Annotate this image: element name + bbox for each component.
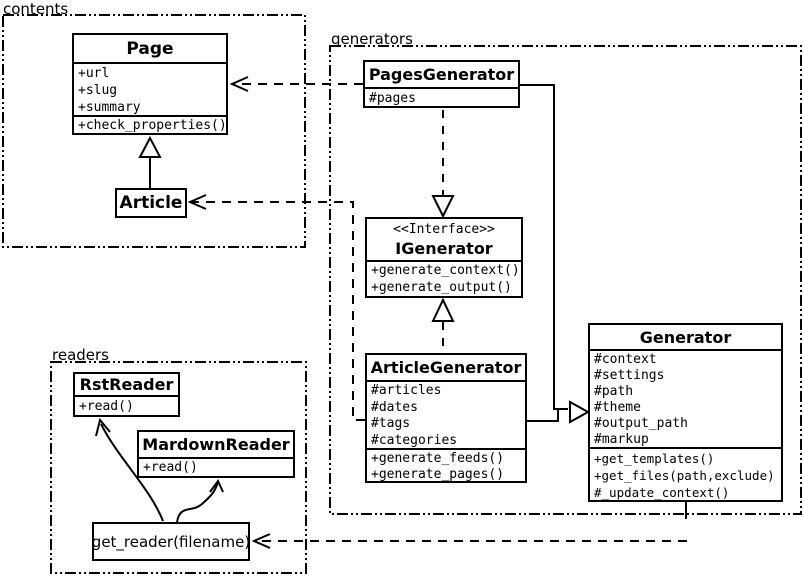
- method: +generate_feeds(): [371, 451, 505, 466]
- attribute: +slug: [78, 83, 118, 98]
- class-article-name: Article: [119, 193, 183, 213]
- realization-arrow-pagesgenerator-to-igenerator: [431, 110, 455, 219]
- class-mardownreader-methods: +read(): [139, 457, 293, 478]
- method: +get_files(path,exclude): [594, 468, 775, 483]
- class-articlegenerator: ArticleGenerator #articles #dates #tags …: [365, 353, 527, 483]
- class-rstreader-methods: +read(): [75, 395, 178, 417]
- class-page-name: Page: [126, 38, 174, 59]
- realization-arrow-articlegenerator-to-igenerator: [431, 297, 455, 353]
- class-igenerator-methods: +generate_context() +generate_output(): [367, 260, 521, 296]
- attribute: #categories: [371, 432, 458, 448]
- inheritance-arrow-article-to-page: [138, 135, 162, 189]
- attribute: #settings: [594, 368, 665, 383]
- class-articlegenerator-name: ArticleGenerator: [370, 358, 522, 377]
- attribute: +url: [78, 66, 110, 81]
- class-pagesgenerator: PagesGenerator #pages: [363, 60, 520, 108]
- class-igenerator-header: <<Interface>> IGenerator: [367, 219, 521, 260]
- class-rstreader-name: RstReader: [79, 375, 174, 394]
- class-igenerator: <<Interface>> IGenerator +generate_conte…: [365, 217, 523, 298]
- attribute: +summary: [78, 100, 141, 115]
- class-pagesgenerator-attributes: #pages: [365, 87, 518, 108]
- attribute: #output_path: [594, 416, 688, 431]
- class-generator-methods: +get_templates() +get_files(path,exclude…: [590, 447, 781, 502]
- method: #_update_context(): [594, 485, 730, 500]
- method: +check_properties(): [78, 118, 226, 133]
- class-mardownreader-name: MardownReader: [142, 435, 290, 454]
- method: +read(): [79, 399, 134, 414]
- attribute: #path: [594, 384, 634, 399]
- class-generator-attributes: #context #settings #path #theme #output_…: [590, 349, 781, 447]
- arrow-getreader-to-mardownreader: [176, 479, 224, 523]
- dependency-arrow-generator-to-getreader: [251, 502, 687, 549]
- class-mardownreader: MardownReader +read(): [137, 430, 295, 478]
- attribute: #tags: [371, 416, 411, 431]
- method: +generate_output(): [371, 279, 512, 295]
- dependency-arrow-pagesgenerator-to-page: [229, 76, 363, 92]
- class-generator-name: Generator: [639, 327, 732, 347]
- readers-package-label: readers: [52, 346, 109, 364]
- method: +generate_context(): [371, 263, 520, 278]
- method: +read(): [143, 460, 198, 475]
- arrow-getreader-to-rstreader: [95, 417, 164, 522]
- class-articlegenerator-attributes: #articles #dates #tags #categories: [367, 380, 525, 448]
- method: +get_templates(): [594, 451, 715, 466]
- get-reader-node: get_reader(filename): [92, 522, 250, 561]
- class-page-methods: +check_properties(): [74, 115, 226, 135]
- class-igenerator-stereotype: <<Interface>>: [393, 222, 495, 237]
- inheritance-arrow-generators-to-generator: [520, 84, 591, 424]
- dependency-arrow-articlegenerator-to-article: [187, 194, 365, 421]
- attribute: #markup: [594, 432, 649, 447]
- generators-package-border: [329, 45, 802, 515]
- contents-package-label: contents: [3, 0, 69, 18]
- class-generator: Generator #context #settings #path #them…: [588, 323, 783, 502]
- class-rstreader: RstReader +read(): [73, 372, 180, 417]
- class-igenerator-name: IGenerator: [395, 239, 493, 258]
- method: +generate_pages(): [371, 467, 505, 482]
- class-pagesgenerator-name: PagesGenerator: [368, 65, 515, 84]
- attribute: #context: [594, 352, 657, 367]
- attribute: #theme: [594, 400, 641, 415]
- attribute: #pages: [369, 91, 416, 106]
- readers-package-border: [50, 361, 307, 574]
- attribute: #articles: [371, 383, 442, 398]
- class-articlegenerator-methods: +generate_feeds() +generate_pages(): [367, 448, 525, 483]
- class-page-attributes: +url +slug +summary: [74, 62, 226, 115]
- generators-package-label: generators: [331, 30, 413, 48]
- contents-package-border: [2, 14, 306, 248]
- class-article: Article: [115, 188, 187, 218]
- class-page: Page +url +slug +summary +check_properti…: [72, 33, 228, 135]
- attribute: #dates: [371, 399, 418, 415]
